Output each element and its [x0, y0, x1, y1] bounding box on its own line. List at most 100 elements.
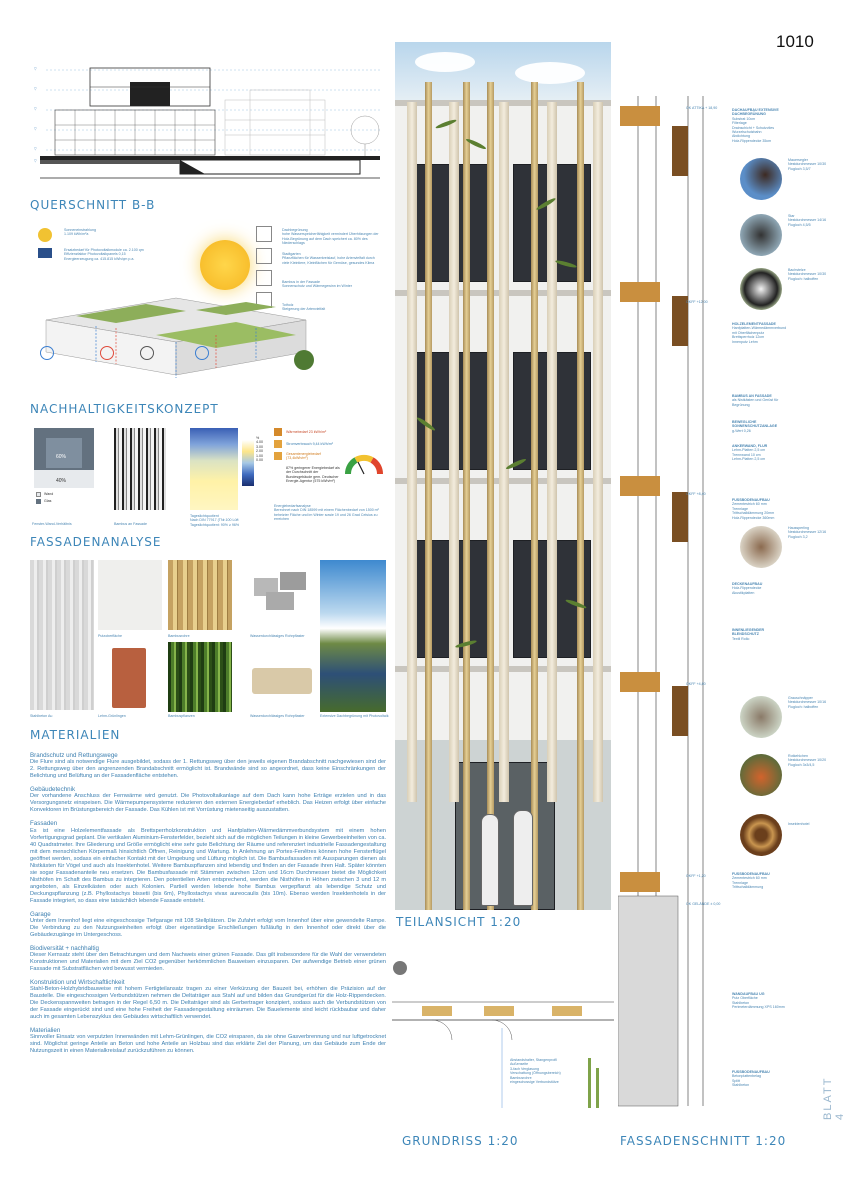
annotation-ceiling: DECKENAUFBAU Holz-Rippendecke Akustikpla… — [732, 582, 763, 595]
level-marker: OK ATTIKA + 18,90 — [686, 106, 718, 110]
annotation-sunshade: BEWEGLICHE SONNENSCHUTZANLAGE g-Wert 0,2… — [732, 420, 778, 433]
bird-photo-swift — [740, 158, 782, 200]
concept-icon-sun — [38, 228, 52, 242]
bird-info: Insektenhotel — [788, 822, 810, 826]
heading-partial-view: TEILANSICHT 1:20 — [396, 915, 522, 929]
bird-photo-robin — [740, 754, 782, 796]
material-label-3: Wasserdurchlässiges Rohrpflaster — [250, 634, 305, 638]
caption-window-wall: Fenster-Wand-Verhältnis — [32, 522, 72, 526]
floor-plan-drawing — [392, 958, 614, 1128]
svg-text:▽: ▽ — [34, 67, 37, 71]
svg-text:▽: ▽ — [34, 159, 37, 163]
svg-text:▽: ▽ — [34, 147, 37, 151]
caption-daylight: Tageslichtquotient Nach DIN 77917 (TNr.1… — [190, 514, 240, 527]
facade-lamella — [407, 102, 417, 802]
bamboo-pole — [577, 82, 584, 910]
bamboo-pole — [531, 82, 538, 910]
bird-photo-sparrow — [740, 526, 782, 568]
bird-photo-starling — [740, 214, 782, 256]
concept-plants-text: Stadtgarten Pflanzflächen für Wasserkrei… — [282, 252, 375, 265]
material-pv-photo — [320, 560, 386, 712]
material-label-2: Bambusrohre — [168, 634, 190, 638]
svg-text:▽: ▽ — [34, 107, 37, 111]
material-bamboo-plants — [168, 642, 232, 712]
text-section: Konstruktion und Wirtschaftlichkeit Stah… — [30, 979, 386, 1021]
annotation-floor-2: FUSSBODENAUFBAU Zementestrich 60 mm Tren… — [732, 872, 770, 890]
concept-roof-text: Dachbegrünung hohe Wasserspeicherfähigke… — [282, 228, 379, 246]
material-plaster-sample — [30, 560, 94, 710]
ratio-bottom-label: 40% — [56, 478, 67, 484]
level-marker: OKFF +12,00 — [686, 300, 708, 304]
concept-deadwood-text: Totholz Steigerung der Artenvielfalt — [282, 303, 326, 312]
material-label-6: Lehm-Grünlingen — [98, 714, 126, 718]
material-brick-sample — [112, 648, 146, 708]
material-permeable-paver — [252, 668, 312, 694]
svg-text:▽: ▽ — [34, 127, 37, 131]
level-marker: OKFF +4,80 — [686, 682, 706, 686]
material-paver-sample — [250, 568, 312, 614]
daylight-scale — [242, 440, 254, 486]
bamboo-pole — [425, 82, 432, 910]
material-label-8: Wasserdurchlässiges Rohrpflaster — [250, 714, 305, 718]
annotation: DACHAUFBAU EXTENSIVE DACHBEGRÜNUNG Subst… — [732, 108, 779, 143]
level-marker: OKFF +1,20 — [686, 874, 706, 878]
level-marker: OKFF +8,40 — [686, 492, 706, 496]
material-label-1: Putzoberfläche — [98, 634, 122, 638]
material-label-7: Bambuspflanzen — [168, 714, 195, 718]
text-section: Materialien Sinnvoller Einsatz von verpu… — [30, 1027, 386, 1055]
caption-bamboo: Bambus an Fassade — [114, 522, 147, 526]
facade-lamella — [593, 102, 603, 802]
annotation-wall: ANKERWAND, FLUR Lehm-Platten 2,5 cm Tren… — [732, 444, 768, 462]
isometric-building — [36, 280, 336, 385]
cross-section-drawing: ▽ ▽ ▽ ▽ ▽ ▽ — [30, 60, 388, 190]
heading-floor-plan: GRUNDRISS 1:20 — [402, 1134, 519, 1148]
facade-section-drawing — [617, 96, 728, 1116]
concept-pv-text: Ersatzbedarf für Photovoltaikmodule ca. … — [64, 248, 144, 261]
facade-elevation-render — [395, 42, 611, 910]
annotation-facade: HOLZELEMENTFASSADE Hanfplatten-Wärmedämm… — [732, 322, 787, 344]
bird-photo-wagtail — [740, 268, 782, 310]
annotation-basement-wall: WANDAUFBAU UG Putz Oberfläche Stahlbeton… — [732, 992, 785, 1010]
heading-section-bb: QUERSCHNITT B-B — [30, 198, 156, 212]
text-section: Fassaden Es ist eine Holzelementfassade … — [30, 820, 386, 904]
cloud — [515, 62, 585, 84]
plan-labels: Abstandshalter, Stangenprofil Außenseite… — [510, 1058, 561, 1085]
daylight-scale-labels: % 4.00 3.00 2.00 1.00 0.00 — [256, 436, 263, 463]
text-section: Garage Unter dem Innenhof liegt eine ein… — [30, 910, 386, 938]
window-wall-ratio-graphic — [34, 428, 94, 488]
section-annotations: DACHAUFBAU EXTENSIVE DACHBEGRÜNUNG Subst… — [732, 108, 792, 157]
svg-text:▽: ▽ — [34, 87, 37, 91]
human-figure — [481, 814, 499, 906]
material-label-9: Extensive Dachbegrünung mit Photovoltaik — [320, 714, 389, 718]
energy-line-4: 87% geringerer Energiebedarf als der Dur… — [286, 466, 340, 484]
text-section: Biodiversität + nachhaltig Dieser Kernsa… — [30, 944, 386, 973]
ratio-top-label: 60% — [56, 454, 67, 460]
facade-lamella — [449, 102, 459, 802]
facade-lamella — [499, 102, 509, 802]
facade-lamella — [547, 102, 557, 802]
icon-row-bottom — [40, 346, 280, 364]
bamboo-facade-graphic — [114, 428, 166, 510]
energy-line-3: Gesamtenergiebedarf (73,4kWh/m²) — [286, 452, 321, 461]
bamboo-pole — [487, 82, 494, 910]
heading-facade-section: FASSADENSCHNITT 1:20 — [620, 1134, 787, 1148]
sun-graphic — [200, 240, 250, 290]
cloud — [415, 52, 475, 72]
text-section: Brandschutz und Rettungswege Die Flure s… — [30, 752, 386, 780]
heading-facade-analysis: FASSADENANALYSE — [30, 535, 162, 549]
material-bamboo-sample — [168, 560, 232, 630]
page-number: 1010 — [776, 32, 814, 51]
legend-glass-label: Glas — [44, 499, 52, 503]
daylight-graphic — [190, 428, 238, 510]
annotation-blind: INNENLIEGENDER BLENDSCHUTZ Textil Rollo — [732, 628, 765, 641]
annotation-floor-1: FUSSBODENAUFBAU Zementestrich 60 mm Tren… — [732, 498, 775, 520]
bird-photo-flycatcher — [740, 696, 782, 738]
concept-icon-pv — [38, 248, 52, 258]
insect-hotel-photo — [740, 814, 782, 856]
level-marker: OK GELÄNDE ± 0,00 — [686, 902, 721, 906]
